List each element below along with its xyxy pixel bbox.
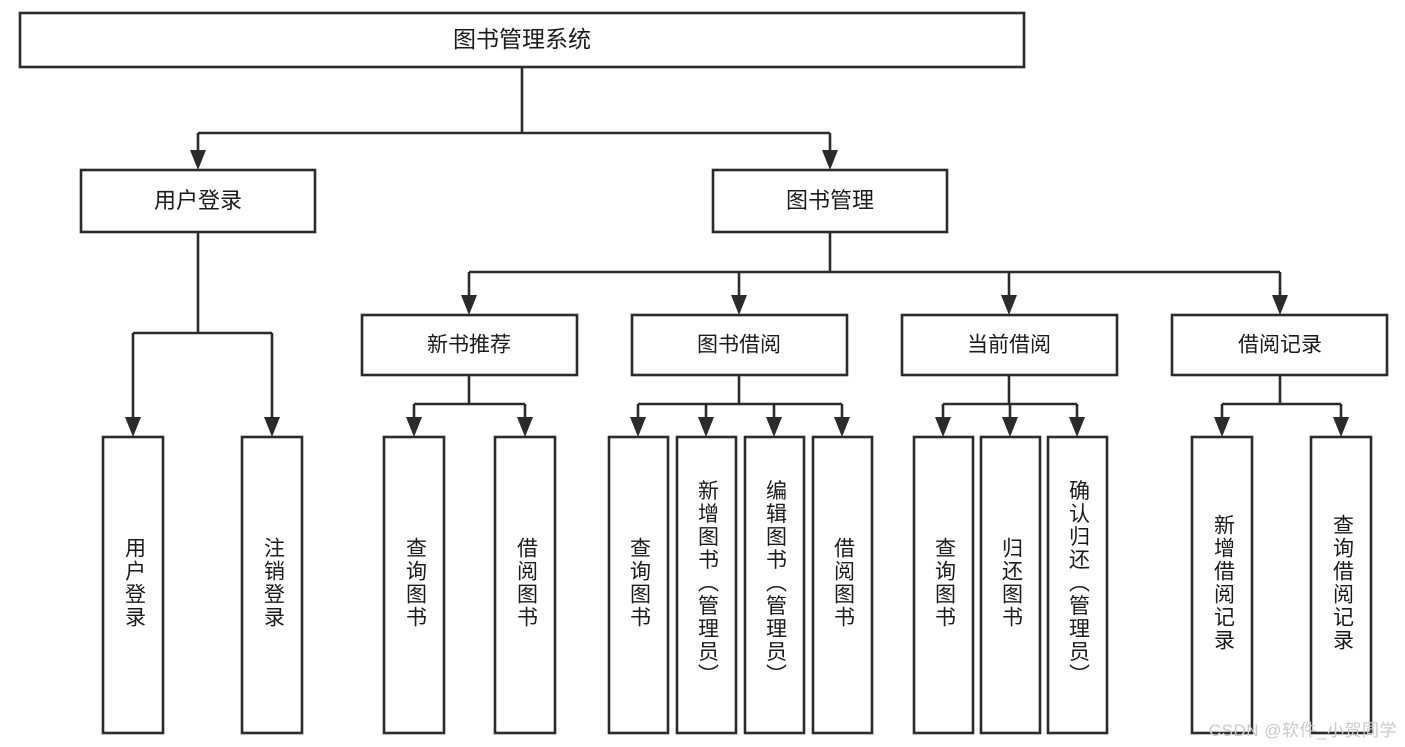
node-leaf-cur-confirm[interactable]: 确认归还（管理员） <box>1046 435 1109 735</box>
node-leaf-user-logout[interactable]: 注销登录 <box>240 435 304 735</box>
node-leaf-rec-search-box[interactable] <box>1309 435 1373 735</box>
node-leaf-rec-add[interactable]: 新增借阅记录 <box>1190 435 1254 735</box>
node-leaf-cur-return-box[interactable] <box>979 435 1042 735</box>
node-leaf-borrow-edit-box[interactable] <box>743 435 806 735</box>
node-leaf-borrow-add[interactable]: 新增图书（管理员） <box>675 435 738 735</box>
node-leaf-rec-search[interactable]: 查询借阅记录 <box>1309 435 1373 735</box>
node-current-borrow[interactable]: 当前借阅 <box>900 313 1119 377</box>
node-leaf-cur-return-label: 归还图书 <box>999 537 1023 629</box>
node-leaf-user-logout-label: 注销登录 <box>261 537 285 629</box>
node-leaf-cur-query-box[interactable] <box>912 435 975 735</box>
node-leaf-cur-query[interactable]: 查询图书 <box>912 435 975 735</box>
node-leaf-borrow-add-box[interactable] <box>675 435 738 735</box>
node-leaf-borrow-borrow-label: 借阅图书 <box>831 537 855 629</box>
arrow-head-user-login <box>190 150 206 170</box>
arrow-head-leaf-rec-borrow <box>517 417 533 437</box>
node-root-label: 图书管理系统 <box>453 26 591 52</box>
node-leaf-user-login-box[interactable] <box>101 435 165 735</box>
node-user-login-label: 用户登录 <box>154 188 242 213</box>
arrow-head-current-borrow <box>1001 295 1017 315</box>
arrow-head-leaf-cur-return <box>1002 417 1018 437</box>
node-user-login[interactable]: 用户登录 <box>79 168 317 234</box>
node-current-borrow-box[interactable] <box>900 313 1119 377</box>
node-new-book-rec[interactable]: 新书推荐 <box>360 313 579 377</box>
arrow-head-book-manage <box>822 150 838 170</box>
node-leaf-cur-confirm-box[interactable] <box>1046 435 1109 735</box>
arrow-head-leaf-borrow-add <box>698 417 714 437</box>
node-borrow-record-label: 借阅记录 <box>1238 334 1322 357</box>
node-leaf-borrow-edit-label: 编辑图书（管理员） <box>763 480 787 687</box>
node-leaf-user-logout-box[interactable] <box>240 435 304 735</box>
node-leaf-borrow-borrow-box[interactable] <box>811 435 874 735</box>
arrow-head-leaf-rec-add <box>1214 417 1230 437</box>
arrow-head-leaf-cur-query <box>935 417 951 437</box>
arrow-head-leaf-rec-search <box>1333 417 1349 437</box>
node-new-book-rec-label: 新书推荐 <box>427 334 511 357</box>
node-book-borrow-box[interactable] <box>630 313 849 377</box>
node-leaf-borrow-borrow[interactable]: 借阅图书 <box>811 435 874 735</box>
node-user-login-box[interactable] <box>79 168 317 234</box>
node-leaf-cur-confirm-label: 确认归还（管理员） <box>1066 480 1090 687</box>
connector-layer <box>125 67 1349 437</box>
node-leaf-rec-borrow[interactable]: 借阅图书 <box>493 435 557 735</box>
node-leaf-rec-query[interactable]: 查询图书 <box>382 435 446 735</box>
node-leaf-rec-query-label: 查询图书 <box>403 537 427 629</box>
arrow-head-leaf-user-logout <box>264 417 280 437</box>
node-current-borrow-label: 当前借阅 <box>967 334 1051 357</box>
node-leaf-rec-add-box[interactable] <box>1190 435 1254 735</box>
node-book-manage-label: 图书管理 <box>786 188 874 213</box>
arrow-head-leaf-rec-query <box>406 417 422 437</box>
node-leaf-rec-add-label: 新增借阅记录 <box>1211 514 1235 652</box>
arrow-head-leaf-cur-confirm <box>1069 417 1085 437</box>
node-leaf-rec-search-label: 查询借阅记录 <box>1330 514 1354 652</box>
node-root-box[interactable] <box>18 11 1026 69</box>
node-borrow-record[interactable]: 借阅记录 <box>1170 313 1389 377</box>
node-leaf-user-login-label: 用户登录 <box>122 537 146 629</box>
node-leaf-user-login[interactable]: 用户登录 <box>101 435 165 735</box>
node-leaf-cur-query-label: 查询图书 <box>932 537 956 629</box>
node-borrow-record-box[interactable] <box>1170 313 1389 377</box>
node-book-manage[interactable]: 图书管理 <box>711 168 949 234</box>
arrow-head-book-borrow <box>731 295 747 315</box>
arrow-head-leaf-user-login <box>125 417 141 437</box>
node-leaf-rec-query-box[interactable] <box>382 435 446 735</box>
node-leaf-borrow-query[interactable]: 查询图书 <box>607 435 670 735</box>
node-leaf-borrow-edit[interactable]: 编辑图书（管理员） <box>743 435 806 735</box>
node-new-book-rec-box[interactable] <box>360 313 579 377</box>
arrow-head-leaf-borrow-edit <box>766 417 782 437</box>
node-book-borrow[interactable]: 图书借阅 <box>630 313 849 377</box>
node-leaf-rec-borrow-box[interactable] <box>493 435 557 735</box>
node-root[interactable]: 图书管理系统 <box>18 11 1026 69</box>
node-leaf-borrow-query-label: 查询图书 <box>627 537 651 629</box>
node-leaf-cur-return[interactable]: 归还图书 <box>979 435 1042 735</box>
arrow-head-leaf-borrow-borrow <box>834 417 850 437</box>
node-book-manage-box[interactable] <box>711 168 949 234</box>
node-leaf-borrow-add-label: 新增图书（管理员） <box>695 480 719 687</box>
node-leaf-rec-borrow-label: 借阅图书 <box>514 537 538 629</box>
arrow-head-borrow-record <box>1272 295 1288 315</box>
node-leaf-borrow-query-box[interactable] <box>607 435 670 735</box>
arrow-head-new-book-rec <box>461 295 477 315</box>
arrow-head-leaf-borrow-query <box>630 417 646 437</box>
node-book-borrow-label: 图书借阅 <box>697 334 781 357</box>
